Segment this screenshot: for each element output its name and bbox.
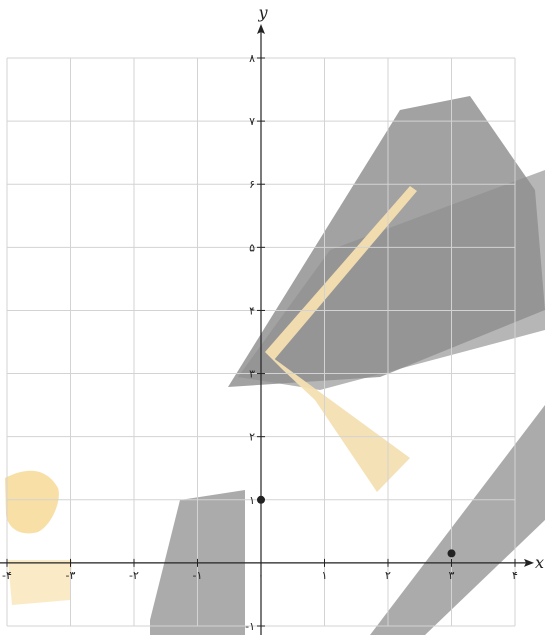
y-tick-label: ۴ bbox=[249, 304, 255, 317]
x-tick-label: -۳ bbox=[66, 569, 76, 582]
y-tick-label: -۱ bbox=[245, 620, 255, 633]
watermark-shape-lower-right bbox=[370, 405, 545, 635]
watermark-shape-middle bbox=[238, 170, 545, 390]
watermark-beam bbox=[265, 186, 417, 360]
y-tick-label: ۶ bbox=[249, 178, 255, 191]
watermark-fan bbox=[265, 352, 410, 492]
y-tick-label: ۱ bbox=[249, 494, 255, 507]
y-axis-arrowhead bbox=[257, 24, 265, 34]
y-axis-label: y bbox=[257, 3, 268, 22]
x-tick-label: ۴ bbox=[512, 569, 518, 582]
watermark-logo-left-bottom bbox=[8, 560, 72, 605]
x-tick-label: ۱ bbox=[322, 569, 328, 582]
y-tick-label: ۵ bbox=[249, 241, 255, 254]
data-points bbox=[257, 495, 456, 558]
data-point bbox=[447, 549, 456, 558]
x-tick-label: -۱ bbox=[193, 569, 203, 582]
x-tick-label: -۲ bbox=[129, 569, 139, 582]
x-tick-label: ۰ bbox=[258, 569, 264, 582]
y-tick-label: ۸ bbox=[249, 52, 255, 65]
x-axis-label: x bbox=[535, 553, 544, 572]
y-tick-label: ۷ bbox=[249, 115, 255, 128]
axes bbox=[0, 24, 534, 635]
x-axis-arrowhead bbox=[524, 558, 534, 567]
y-tick-label: ۳ bbox=[249, 368, 255, 381]
x-tick-label: -۴ bbox=[2, 569, 12, 582]
y-tick-label: ۲ bbox=[249, 431, 255, 444]
x-tick-label: ۳ bbox=[449, 569, 455, 582]
data-point bbox=[257, 495, 265, 504]
watermark-layer bbox=[5, 96, 545, 635]
tick-labels: -۴ -۳ -۲ -۱ ۰ ۱ ۲ ۳ ۴ -۱ ۱ ۲ ۳ ۴ ۵ ۶ ۷ ۸ bbox=[2, 52, 518, 633]
watermark-logo-left bbox=[5, 470, 59, 534]
x-tick-label: ۲ bbox=[385, 569, 391, 582]
